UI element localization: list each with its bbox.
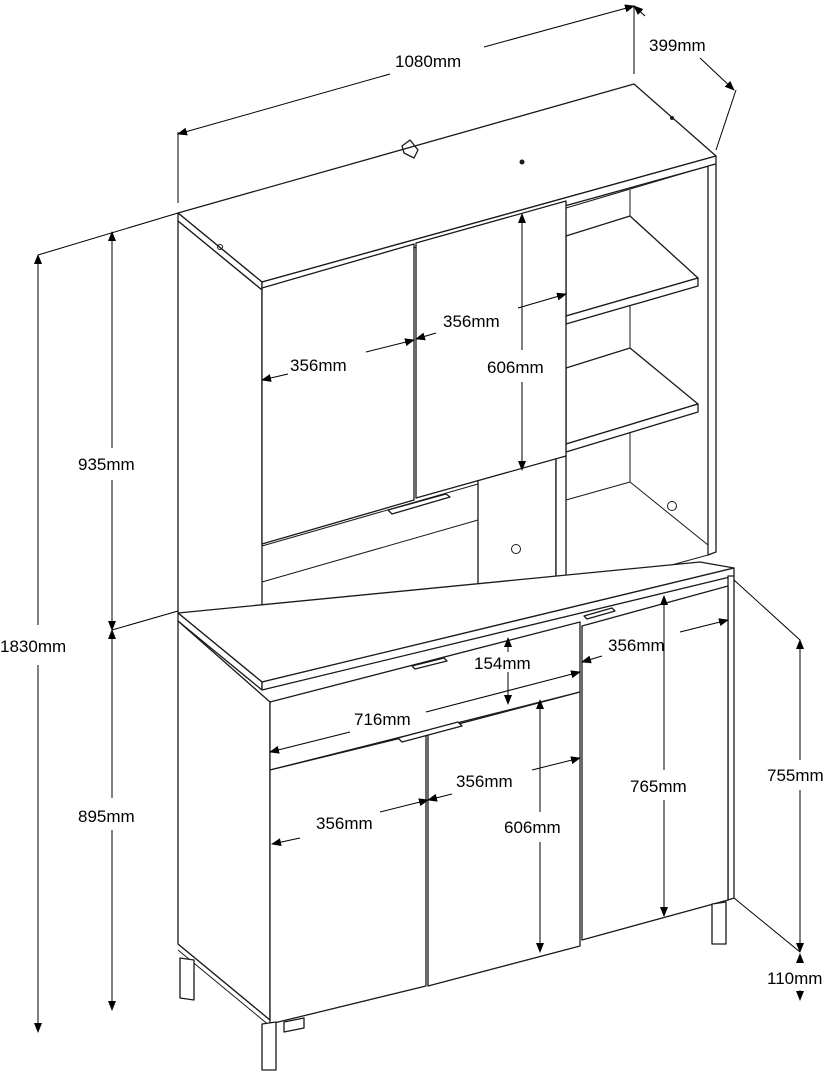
lower-door-handle (397, 721, 463, 743)
label-upper-right-door-width: 356mm (443, 312, 500, 331)
drawer-width-dim (269, 731, 351, 754)
label-side-height: 755mm (767, 766, 824, 785)
lower-left-width-dim (379, 798, 429, 813)
lower-right-side (727, 575, 735, 901)
depth-dim-b (699, 57, 735, 91)
top-hole-icon (670, 116, 674, 120)
lower-left-door (269, 731, 427, 1025)
hanger-bracket-icon (401, 139, 419, 159)
label-total-width: 1080mm (395, 52, 461, 71)
label-lower-mid-door-width: 356mm (456, 772, 513, 791)
dimension-lines (34, 4, 804, 1033)
label-upper-door-height: 606mm (487, 358, 544, 377)
label-drawer-height: 154mm (474, 654, 531, 673)
upper-door-handle (387, 493, 451, 515)
label-upper-height: 935mm (78, 455, 135, 474)
drawer-handle (411, 657, 448, 670)
width-dim-left (177, 73, 391, 136)
upper-left-width-dim (365, 338, 415, 353)
upper-hutch (177, 83, 717, 683)
depth-dim-a (633, 5, 646, 17)
lower-right-door (581, 585, 729, 941)
lower-right-width-dim (679, 618, 729, 633)
top-hole-icon (217, 244, 223, 250)
label-upper-left-door-width: 356mm (290, 356, 347, 375)
label-leg-height: 110mm (767, 969, 822, 988)
hutch-right-side (707, 163, 717, 556)
ext-line (37, 212, 179, 256)
ext-line (111, 610, 179, 631)
back-line (629, 481, 709, 546)
label-lower-right-door-width: 356mm (608, 636, 665, 655)
dimension-labels: 1080mm 399mm 1830mm 935mm 895mm 356mm 35… (0, 36, 824, 988)
ext-line (733, 579, 801, 641)
lower-left-width-dim (271, 837, 301, 847)
lower-cabinet (177, 561, 735, 1071)
leg-back-left (179, 957, 195, 1001)
leg-mid-bottom (283, 1017, 305, 1033)
base-edge (177, 943, 271, 1021)
central-divider-front (555, 454, 567, 593)
upper-right-width-dim (415, 332, 437, 341)
lower-mid-width-dim (427, 793, 453, 802)
label-lower-left-door-width: 356mm (316, 814, 373, 833)
cable-hole-icon (667, 501, 677, 511)
niche-top-line (261, 483, 479, 547)
upper-left-door (261, 243, 415, 545)
ext-line (733, 897, 801, 953)
label-lower-height: 895mm (78, 807, 135, 826)
ext-line (715, 89, 737, 151)
leg-front-right (711, 901, 727, 945)
niche-back-line (261, 519, 479, 583)
label-lower-mid-door-height: 606mm (504, 818, 561, 837)
upper-right-door (415, 200, 567, 499)
label-lower-right-door-height: 765mm (630, 777, 687, 796)
top-hole-icon (519, 159, 525, 165)
label-drawer-width: 716mm (354, 710, 411, 729)
lower-middle-door (427, 691, 581, 987)
label-total-height: 1830mm (0, 637, 66, 656)
width-dim-right (483, 4, 635, 48)
lower-right-width-dim (581, 655, 603, 664)
leg-front-left (261, 1021, 277, 1071)
cable-hole-icon (511, 544, 521, 554)
upper-right-width-dim (517, 292, 567, 309)
upper-left-width-dim (261, 373, 289, 382)
label-depth: 399mm (649, 36, 706, 55)
right-door-handle (583, 607, 616, 620)
back-line (565, 481, 631, 501)
drawer-width-dim (425, 670, 581, 713)
